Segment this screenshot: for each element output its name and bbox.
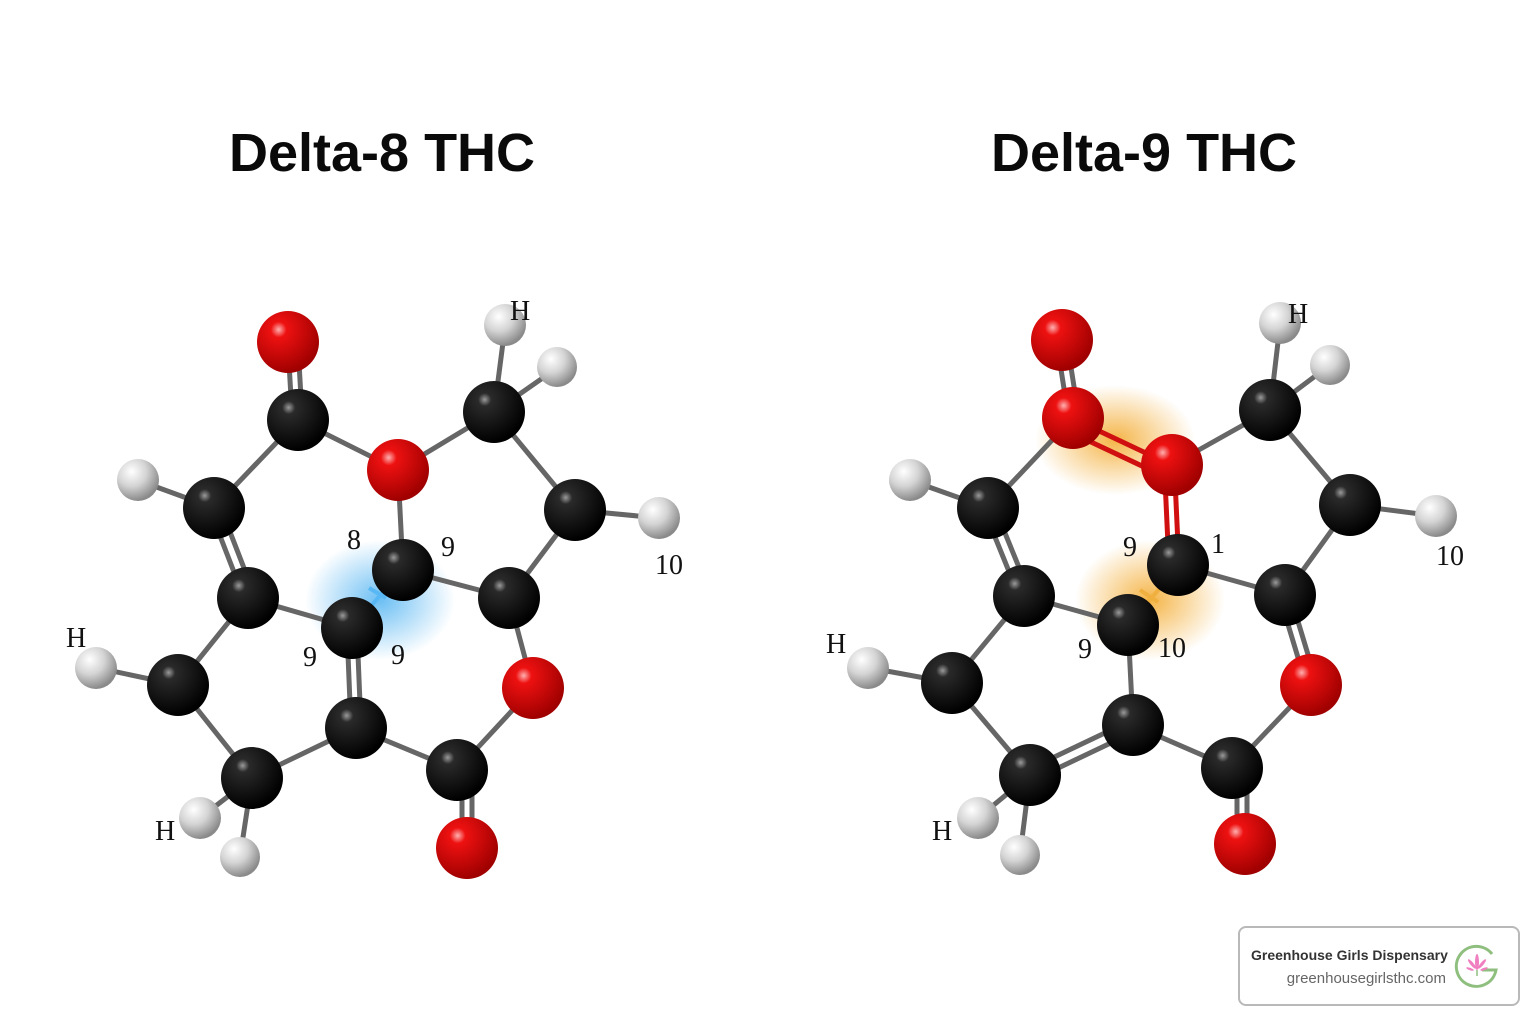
atom-label: H	[510, 296, 530, 327]
oxygen-atom	[1280, 654, 1342, 716]
carbon-atom	[921, 652, 983, 714]
delta-9-molecule: H H H 10 9 1 9 10	[826, 299, 1464, 875]
position-label: 9	[1123, 532, 1137, 563]
hydrogen-atom	[537, 347, 577, 387]
carbon-atom	[267, 389, 329, 451]
oxygen-atom	[1031, 309, 1093, 371]
hydrogen-atom	[1000, 835, 1040, 875]
position-label: 9	[391, 640, 405, 671]
carbon-atom	[999, 744, 1061, 806]
carbon-atom	[1147, 534, 1209, 596]
oxygen-atom	[502, 657, 564, 719]
carbon-atom	[183, 477, 245, 539]
position-label: 9	[303, 642, 317, 673]
position-label: 10	[1158, 633, 1186, 664]
oxygen-atom	[367, 439, 429, 501]
hydrogen-atom	[1310, 345, 1350, 385]
oxygen-atom	[257, 311, 319, 373]
carbon-atom	[478, 567, 540, 629]
position-label: 8	[347, 525, 361, 556]
carbon-atom	[1239, 379, 1301, 441]
position-label: 10	[655, 550, 683, 581]
oxygen-atom	[1141, 434, 1203, 496]
greenhouse-girls-logo-icon	[1454, 944, 1498, 988]
carbon-atom	[1319, 474, 1381, 536]
carbon-atom	[1254, 564, 1316, 626]
atom-label: H	[155, 816, 175, 847]
hydrogen-atom	[889, 459, 931, 501]
hydrogen-atom	[638, 497, 680, 539]
brand-badge[interactable]: Greenhouse Girls Dispensary greenhousegi…	[1238, 926, 1520, 1006]
position-label: 9	[441, 532, 455, 563]
position-label: 1	[1211, 529, 1225, 560]
carbon-atom	[544, 479, 606, 541]
carbon-atom	[426, 739, 488, 801]
hydrogen-atom	[179, 797, 221, 839]
brand-url[interactable]: greenhousegirlsthc.com	[1286, 970, 1446, 987]
brand-name: Greenhouse Girls Dispensary	[1251, 947, 1448, 963]
carbon-atom	[463, 381, 525, 443]
carbon-atom	[957, 477, 1019, 539]
hydrogen-atom	[1259, 302, 1301, 344]
carbon-atom	[993, 565, 1055, 627]
delta-9-title: Delta-9 THC	[991, 123, 1298, 183]
delta-8-molecule: H H H 10 8 9 9 9	[66, 296, 683, 879]
carbon-atom	[325, 697, 387, 759]
delta-8-title: Delta-8 THC	[229, 123, 536, 183]
hydrogen-atom	[220, 837, 260, 877]
hydrogen-atom	[957, 797, 999, 839]
carbon-atom	[1097, 594, 1159, 656]
carbon-atom	[221, 747, 283, 809]
oxygen-atom	[1214, 813, 1276, 875]
atom-label: H	[932, 816, 952, 847]
hydrogen-atom	[484, 304, 526, 346]
position-label: 10	[1436, 541, 1464, 572]
hydrogen-atom	[75, 647, 117, 689]
position-label: 9	[1078, 634, 1092, 665]
hydrogen-atom	[847, 647, 889, 689]
carbon-atom	[1201, 737, 1263, 799]
hydrogen-atom	[1415, 495, 1457, 537]
carbon-atom	[321, 597, 383, 659]
oxygen-atom	[1042, 387, 1104, 449]
atom-label: H	[66, 623, 86, 654]
carbon-atom	[147, 654, 209, 716]
atom-label: H	[1288, 299, 1308, 330]
carbon-atom	[1102, 694, 1164, 756]
carbon-atom	[217, 567, 279, 629]
oxygen-atom	[436, 817, 498, 879]
atom-label: H	[826, 629, 846, 660]
hydrogen-atom	[117, 459, 159, 501]
carbon-atom	[372, 539, 434, 601]
